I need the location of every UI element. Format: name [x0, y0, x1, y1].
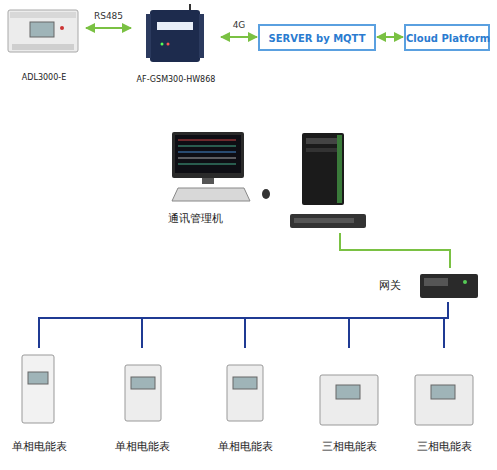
meter-device: ADL3000-E — [3, 6, 85, 82]
link-arrow — [86, 27, 131, 29]
node-label: Cloud Platform — [406, 32, 488, 43]
computer-illustration — [172, 132, 270, 201]
edge-label: RS485 — [94, 11, 123, 21]
energy-meter: 单相电能表 — [206, 348, 284, 454]
node-label: 单相电能表 — [103, 439, 181, 454]
network-switch — [290, 214, 366, 228]
gsm-module: AF-GSM300-HW868 — [132, 4, 220, 84]
node-label: 通讯管理机 — [168, 211, 223, 226]
server-tower — [302, 133, 344, 205]
bus-wire — [349, 302, 448, 348]
management-computer: 通讯管理机 — [160, 125, 370, 233]
node-label: SERVER by MQTT — [260, 32, 374, 43]
node-label: 单相电能表 — [0, 439, 78, 454]
bus-wire — [142, 302, 448, 348]
node-label: AF-GSM300-HW868 — [132, 75, 220, 84]
node-label: ADL3000-E — [3, 73, 85, 82]
edge-label: 4G — [233, 20, 246, 30]
cloud-box: Cloud Platform — [404, 24, 490, 51]
energy-meter: 三相电能表 — [404, 348, 484, 454]
link-arrow — [377, 36, 403, 38]
node-label: 三相电能表 — [404, 439, 484, 454]
energy-meter: 单相电能表 — [0, 348, 78, 454]
energy-meter: 单相电能表 — [103, 348, 181, 454]
bus-wire — [444, 302, 448, 348]
gateway-illustration — [420, 274, 478, 298]
node-label: 网关 — [379, 278, 401, 293]
node-label: 三相电能表 — [309, 439, 389, 454]
node-label: 单相电能表 — [206, 439, 284, 454]
gateway-device: 网关 — [375, 268, 481, 302]
server-box: SERVER by MQTT — [258, 24, 376, 51]
gsm-device — [146, 4, 204, 62]
bus-wire — [340, 233, 450, 268]
meter-illustration — [8, 10, 78, 52]
energy-meter: 三相电能表 — [309, 348, 389, 454]
meter-illustrations — [22, 355, 473, 425]
bus-wire — [245, 302, 448, 348]
bus-wire — [39, 302, 448, 348]
link-arrow — [221, 36, 257, 38]
